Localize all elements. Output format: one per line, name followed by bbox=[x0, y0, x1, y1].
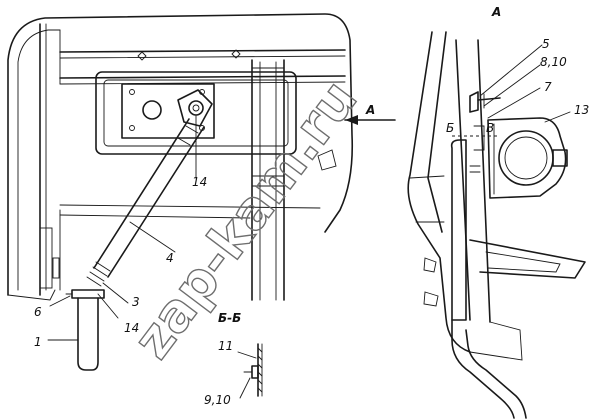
view-a-arrow-label: А bbox=[365, 103, 375, 117]
direction-arrow-a bbox=[344, 115, 396, 125]
label-5: 5 bbox=[542, 37, 550, 51]
small-fittings bbox=[39, 49, 337, 289]
cab-body-outline bbox=[7, 13, 354, 301]
label-3: 3 bbox=[132, 295, 140, 309]
upper-rail bbox=[59, 29, 346, 85]
view-a-bottom-part bbox=[423, 239, 586, 307]
leader-lines-right bbox=[479, 44, 571, 123]
label-14-bottom: 14 bbox=[124, 321, 139, 335]
label-section-b-left: Б bbox=[446, 121, 454, 135]
view-a-title: А bbox=[491, 5, 501, 19]
label-8-10: 8,10 bbox=[540, 55, 567, 69]
leader-lines-left bbox=[47, 115, 197, 341]
label-1: 1 bbox=[34, 335, 42, 349]
view-a-frame bbox=[407, 31, 523, 361]
label-4: 4 bbox=[166, 251, 174, 265]
label-13: 13 bbox=[574, 103, 589, 117]
label-9-10: 9,10 bbox=[204, 393, 231, 407]
turbocharger-13 bbox=[487, 117, 568, 199]
label-section-b-right: В bbox=[486, 121, 494, 135]
label-6: 6 bbox=[34, 305, 42, 319]
clamp-5 bbox=[469, 91, 501, 173]
view-a-hose bbox=[450, 139, 527, 419]
label-14-top: 14 bbox=[192, 175, 207, 189]
section-bb-detail bbox=[237, 343, 263, 399]
section-bb-title: Б-Б bbox=[218, 311, 241, 325]
label-11: 11 bbox=[218, 339, 233, 353]
label-7: 7 bbox=[544, 80, 552, 94]
vertical-bracket bbox=[251, 59, 285, 301]
